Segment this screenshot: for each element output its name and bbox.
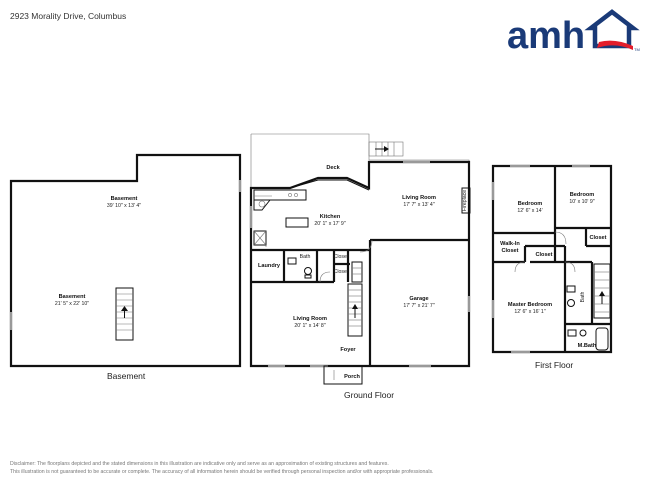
room-label: Closet [501, 248, 518, 254]
bathtub [595, 327, 609, 351]
kitchen-counters [253, 189, 309, 228]
room-label: Living Room [293, 316, 327, 322]
first-floor-plan: Bedroom 12' 6" x 14' Bedroom 10' x 10' 9… [491, 164, 613, 354]
room-dims: 17' 7" x 13' 4" [403, 202, 434, 208]
room-label: Laundry [258, 263, 281, 269]
room-dims: 10' x 10' 9" [569, 199, 594, 205]
amh-logo: amh TM [507, 9, 640, 53]
fireplace [461, 187, 471, 214]
room-label: M.Bath [578, 343, 597, 349]
room-label: Kitchen [320, 214, 341, 220]
room-label: Living Room [402, 195, 436, 201]
svg-text:TM: TM [634, 47, 640, 52]
room-label: Porch [344, 374, 360, 380]
room-dims: 12' 6" x 14' [517, 208, 542, 214]
room-label: Closet [334, 269, 349, 275]
room-dims: 12' 6" x 16' 1" [514, 309, 545, 315]
property-address: 2923 Morality Drive, Columbus [10, 11, 127, 21]
room-label: Walk-In [500, 241, 520, 247]
room-label: Bath [300, 254, 311, 260]
room-label: Basement [111, 196, 138, 202]
stairs-arrow-icon [384, 146, 389, 152]
ground-stairs [347, 261, 363, 337]
room-label: Closet [334, 254, 349, 260]
fireplace-label: Fireplace [462, 190, 468, 211]
room-dims: 20' 1" x 17' 9" [314, 221, 345, 227]
basement-plan: Basement 39' 10" x 13' 4" Basement 21' 5… [9, 153, 242, 368]
room-label: Closet [589, 235, 606, 241]
stairs-arrow-icon [599, 291, 605, 296]
room-label: Basement [59, 294, 86, 300]
room-label: Bedroom [518, 201, 543, 207]
room-label: Bath [580, 292, 586, 303]
room-dims: 20' 1" x 14' 8" [294, 323, 325, 329]
basement-title: Basement [107, 371, 146, 381]
kitchen-fridge [253, 230, 267, 246]
house-roof-icon [584, 9, 640, 49]
room-dims: 21' 5" x 22' 10" [55, 301, 89, 307]
logo-wordmark: amh [507, 15, 585, 53]
basement-stairs [115, 287, 134, 341]
first-floor-title: First Floor [535, 360, 574, 370]
stairs-up-arrow-icon [352, 304, 358, 309]
room-label: Foyer [340, 347, 356, 353]
first-floor-stairs [593, 263, 611, 319]
ground-floor-title: Ground Floor [344, 390, 395, 400]
disclaimer-line-2: This illustration is not guaranteed to b… [10, 469, 434, 475]
deck-stairs [368, 141, 404, 157]
room-label: Closet [535, 252, 552, 258]
room-dims: 17' 7" x 21' 7" [403, 303, 434, 309]
porch [323, 365, 363, 385]
room-label: Deck [326, 165, 340, 171]
swoosh-icon [597, 40, 633, 50]
room-label: Master Bedroom [508, 302, 552, 308]
stairs-up-arrow-icon [121, 306, 128, 311]
room-label: Bedroom [570, 192, 595, 198]
room-label: Garage [409, 296, 428, 302]
room-dims: 39' 10" x 13' 4" [107, 203, 141, 209]
ground-floor-plan: Fireplace [249, 133, 471, 385]
disclaimer-line-1: Disclaimer: The floorplans depicted and … [10, 461, 389, 467]
